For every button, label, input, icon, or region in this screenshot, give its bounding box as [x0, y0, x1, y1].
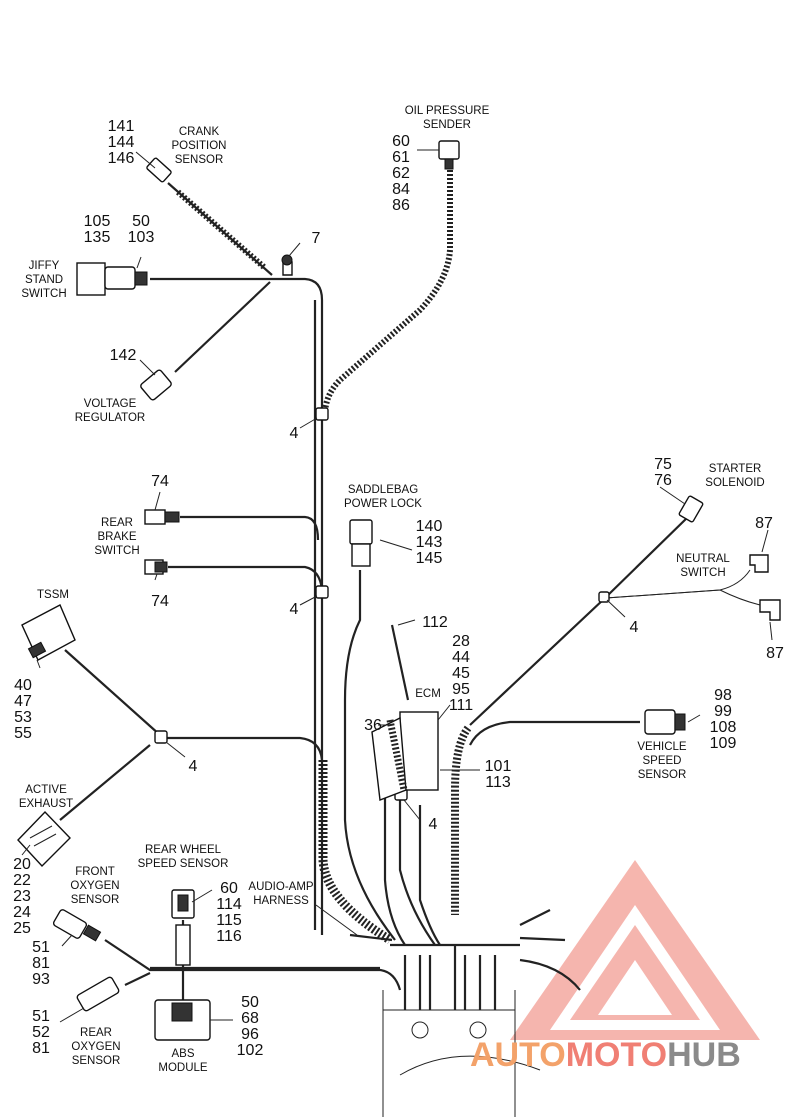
ref-ecm-36: 36 — [364, 717, 382, 734]
rear-brake-switch-icon — [144, 509, 180, 575]
ecm-module-icon — [371, 711, 439, 801]
ref-clip-4c: 4 — [630, 619, 639, 636]
neutral-switch-icon — [749, 554, 781, 621]
crank-position-sensor-icon — [146, 157, 172, 183]
rear-wheel-speed-sensor-icon — [171, 889, 195, 966]
front-oxygen-sensor-icon — [52, 909, 102, 942]
watermark-part3: HUB — [667, 1036, 741, 1074]
saddlebag-lock-connector-icon — [349, 519, 373, 567]
abs-module-icon — [154, 999, 211, 1041]
tssm-module-icon — [21, 604, 76, 661]
ref-vreg: 142 — [110, 347, 137, 364]
ref-brake-bottom: 74 — [151, 593, 169, 610]
ref-neutral-top: 87 — [755, 515, 773, 532]
jiffy-stand-switch-icon — [76, 262, 148, 296]
watermark-logo-icon — [510, 860, 760, 1040]
rear-oxygen-sensor-icon — [76, 976, 120, 1012]
ref-brake-top: 74 — [151, 473, 169, 490]
watermark-part2: MOTO — [566, 1036, 667, 1074]
ref-clip-7: 7 — [312, 230, 321, 247]
starter-solenoid-icon — [678, 495, 704, 523]
ref-clip-4d: 4 — [189, 758, 198, 775]
label-tssm: TSSM — [37, 589, 69, 601]
label-ecm: ECM — [415, 688, 441, 700]
watermark-part1: AUTO — [470, 1036, 566, 1074]
harness-clip-icon — [154, 254, 610, 801]
leader-lines — [21, 149, 773, 1023]
ref-clip-4e: 4 — [429, 816, 438, 833]
vehicle-speed-sensor-icon — [644, 709, 686, 735]
voltage-regulator-icon — [140, 369, 172, 401]
watermark-text: AUTOMOTOHUB — [470, 1036, 741, 1074]
ref-ecm-112: 112 — [422, 614, 448, 631]
ref-neutral-bottom: 87 — [766, 645, 784, 662]
oil-pressure-sender-icon — [430, 140, 460, 170]
ref-clip-4b: 4 — [290, 601, 299, 618]
ref-clip-4a: 4 — [290, 425, 299, 442]
active-exhaust-icon — [17, 810, 71, 868]
